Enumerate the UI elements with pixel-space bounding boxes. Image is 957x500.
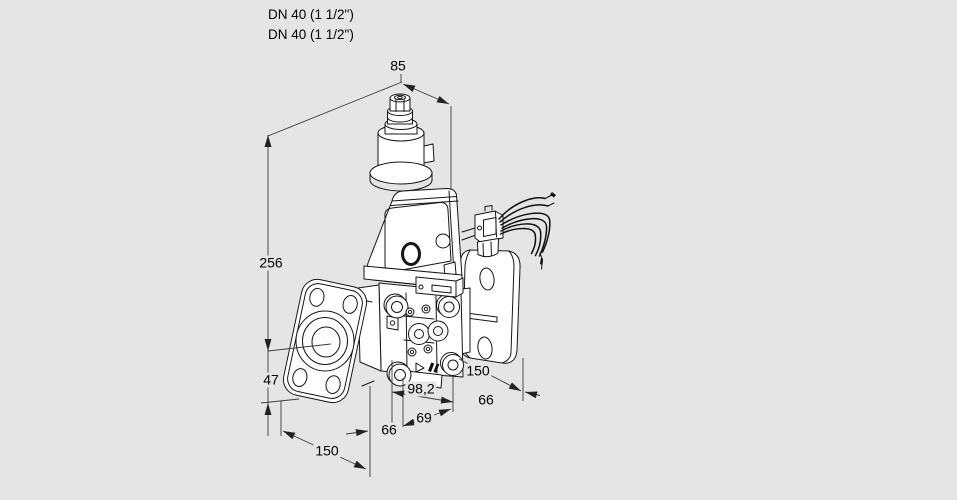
dim-label-66-left: 66 bbox=[379, 421, 399, 438]
conduit-port bbox=[401, 242, 421, 266]
dn-size-label-2: DN 40 (1 1/2") bbox=[268, 27, 354, 42]
dim-label-98-2: 98,2 bbox=[405, 380, 437, 397]
dn-size-label-1: DN 40 (1 1/2") bbox=[268, 7, 354, 22]
dim-label-150-left: 150 bbox=[313, 442, 341, 459]
dim-label-256: 256 bbox=[257, 254, 285, 271]
dim-label-150-right: 150 bbox=[464, 362, 492, 379]
actuator-housing bbox=[366, 188, 463, 288]
solenoid-connector bbox=[461, 192, 556, 270]
valve-drawing bbox=[282, 93, 556, 404]
dimension-lines bbox=[260, 74, 541, 477]
dim-label-66-right: 66 bbox=[476, 391, 496, 408]
valve-stem bbox=[369, 93, 435, 192]
dim-label-85: 85 bbox=[388, 57, 408, 74]
dim-label-69: 69 bbox=[414, 409, 434, 426]
left-flange bbox=[282, 278, 375, 404]
cable-wires bbox=[498, 192, 556, 270]
coil-nut bbox=[477, 238, 499, 258]
dim-label-47: 47 bbox=[261, 371, 281, 388]
